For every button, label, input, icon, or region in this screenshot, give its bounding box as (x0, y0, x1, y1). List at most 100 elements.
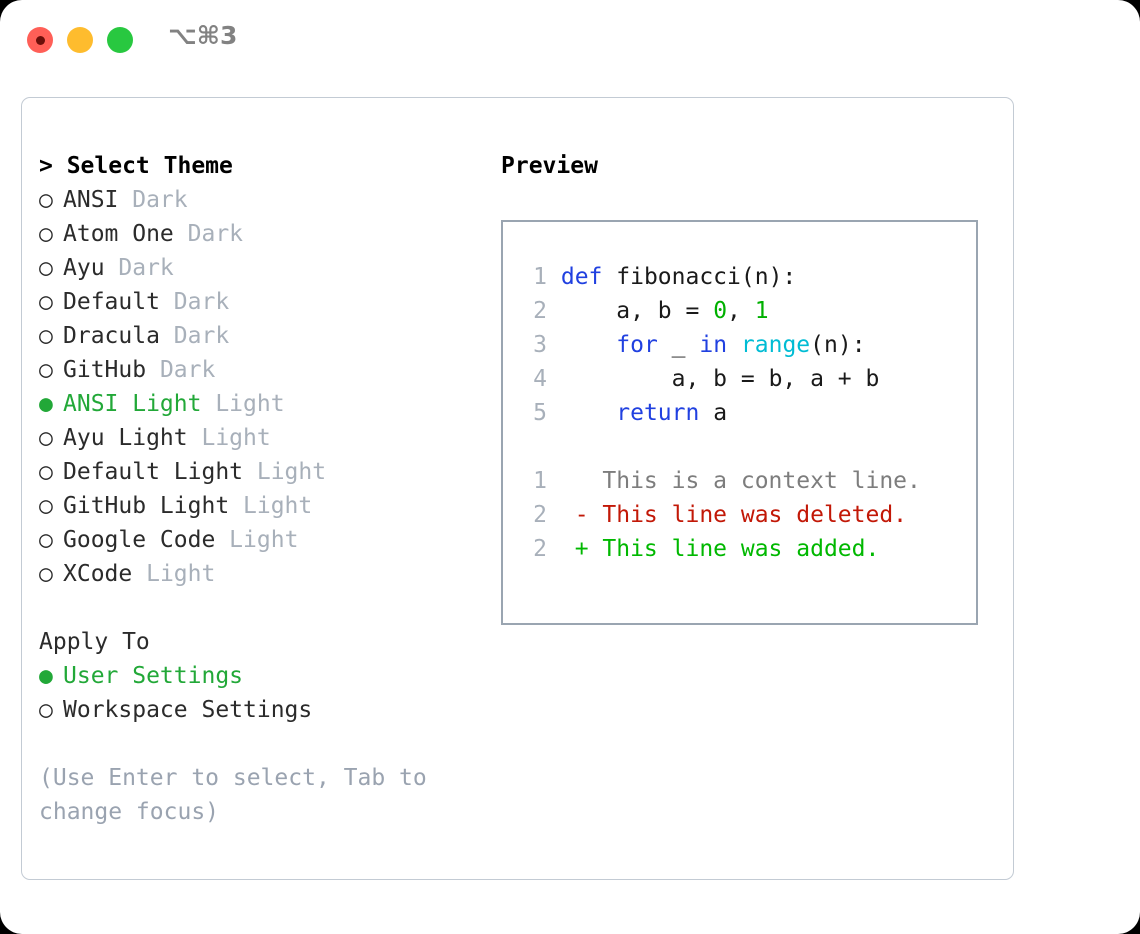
theme-option-1[interactable]: ○ Atom One Dark (39, 217, 489, 251)
line-number: 3 (533, 332, 547, 358)
option-label: Default (63, 289, 160, 315)
theme-option-4[interactable]: ○Dracula Dark (39, 319, 489, 353)
option-label: GitHub (63, 357, 147, 383)
theme-picker-column: > Select Theme ○ANSI Dark○Atom One Dark○… (39, 149, 489, 829)
select-theme-header: > Select Theme (39, 153, 233, 179)
radio-unselected-icon: ○ (39, 221, 53, 247)
keyboard-hint-text: (Use Enter to select, Tab to change focu… (39, 765, 427, 825)
option-variant-tag: Dark (118, 187, 188, 213)
radio-unselected-icon: ○ (39, 697, 53, 723)
theme-option-5[interactable]: ○ GitHub Dark (39, 353, 489, 387)
radio-selected-icon: ● (39, 663, 53, 689)
option-variant-tag: Light (243, 459, 327, 485)
option-label: GitHub Light (63, 493, 230, 519)
diff-text: - This line was deleted. (547, 502, 908, 528)
theme-option-11[interactable]: ○ XCode Light (39, 557, 489, 591)
radio-unselected-icon: ○ (39, 459, 53, 485)
option-variant-tag: Light (201, 391, 285, 417)
radio-selected-icon: ● (39, 391, 53, 417)
theme-option-9[interactable]: ○ GitHub Light Light (39, 489, 489, 523)
diff-line-del: 2 - This line was deleted. (503, 498, 976, 532)
code-token: _ (657, 332, 700, 358)
preview-title: Preview (501, 153, 598, 179)
apply-to-option-0[interactable]: ● User Settings (39, 659, 489, 693)
option-label: XCode (63, 561, 133, 587)
code-token: a, b = b, a + b (560, 366, 880, 392)
diff-line-ctx: 1 This is a context line. (503, 464, 976, 498)
radio-unselected-icon: ○ (39, 255, 53, 281)
option-label: Workspace Settings (63, 697, 313, 723)
preview-column: Preview 1 def fibonacci(n):2 a, b = 0, 1… (501, 149, 996, 625)
line-number: 2 (533, 536, 547, 562)
theme-option-0[interactable]: ○ ANSI Dark (39, 183, 489, 217)
line-number: 5 (533, 400, 547, 426)
code-token: in (699, 332, 728, 358)
radio-unselected-icon: ○ (39, 187, 53, 213)
code-token (727, 332, 741, 358)
option-label: ANSI (63, 187, 119, 213)
line-number: 1 (533, 468, 547, 494)
code-token: , (727, 298, 755, 324)
code-token: range (740, 332, 811, 358)
apply-to-header: Apply To (39, 629, 150, 655)
option-variant-tag: Dark (159, 289, 230, 315)
radio-unselected-icon: ○ (39, 289, 53, 315)
option-label: Default Light (63, 459, 244, 485)
code-token: (n): (810, 332, 866, 358)
line-number: 1 (533, 264, 547, 290)
theme-option-6[interactable]: ● ANSI Light Light (39, 387, 489, 421)
code-line: 3 for _ in range(n): (503, 328, 976, 362)
option-label: Ayu Light (63, 425, 188, 451)
theme-option-7[interactable]: ○Ayu Light Light (39, 421, 489, 455)
option-variant-tag: Dark (146, 357, 216, 383)
code-token: a, b = (560, 298, 714, 324)
option-label: Ayu (63, 255, 105, 281)
option-label: Atom One (63, 221, 174, 247)
code-token: for (616, 332, 658, 358)
theme-option-list[interactable]: ○ ANSI Dark ○ Atom One Dark ○ Ayu Dark ○ Defaul… (39, 183, 489, 591)
code-token: a (699, 400, 728, 426)
theme-option-8[interactable]: ○ Default Light Light (39, 455, 489, 489)
option-label: User Settings (63, 663, 244, 689)
option-label: ANSI Light (63, 391, 202, 417)
code-line: 1 def fibonacci(n): (503, 260, 976, 294)
radio-unselected-icon: ○ (39, 561, 53, 587)
minimize-button-icon[interactable] (67, 27, 93, 53)
diff-line-add: 2 + This line was added. (503, 532, 976, 566)
title-bar: ⌥⌘3 (0, 0, 1140, 78)
option-variant-tag: Light (187, 425, 271, 451)
radio-unselected-icon: ○ (39, 527, 53, 553)
code-diff-separator (503, 430, 976, 464)
code-token: fibonacci(n): (602, 264, 797, 290)
zoom-button-icon[interactable] (107, 27, 133, 53)
code-line: 2 a, b = 0, 1 (503, 294, 976, 328)
apply-to-option-list[interactable]: ● User Settings ○ Workspace Settings (39, 659, 489, 727)
option-variant-tag: Light (229, 493, 313, 519)
theme-option-2[interactable]: ○Ayu Dark (39, 251, 489, 285)
option-variant-tag: Light (215, 527, 299, 553)
code-token (561, 400, 616, 426)
diff-text: This is a context line. (547, 468, 921, 494)
code-token: 1 (754, 298, 769, 324)
option-variant-tag: Light (132, 561, 216, 587)
traffic-lights (27, 27, 133, 53)
line-number: 2 (533, 502, 547, 528)
keyboard-shortcut-label: ⌥⌘3 (168, 21, 238, 50)
main-panel: > Select Theme ○ANSI Dark○Atom One Dark○… (21, 97, 1014, 880)
code-token: return (616, 400, 700, 426)
theme-option-3[interactable]: ○ Default Dark (39, 285, 489, 319)
radio-unselected-icon: ○ (39, 357, 53, 383)
option-variant-tag: Dark (173, 221, 244, 247)
line-number: 2 (533, 298, 547, 324)
code-token (561, 332, 616, 358)
diff-sample: 1 This is a context line.2 - This line w… (503, 464, 976, 566)
close-button-icon[interactable] (27, 27, 53, 53)
apply-to-option-1[interactable]: ○ Workspace Settings (39, 693, 489, 727)
option-label: Google Code (63, 527, 216, 553)
option-label: Dracula (63, 323, 160, 349)
radio-unselected-icon: ○ (39, 323, 53, 349)
theme-option-10[interactable]: ○ Google Code Light (39, 523, 489, 557)
radio-unselected-icon: ○ (39, 493, 53, 519)
